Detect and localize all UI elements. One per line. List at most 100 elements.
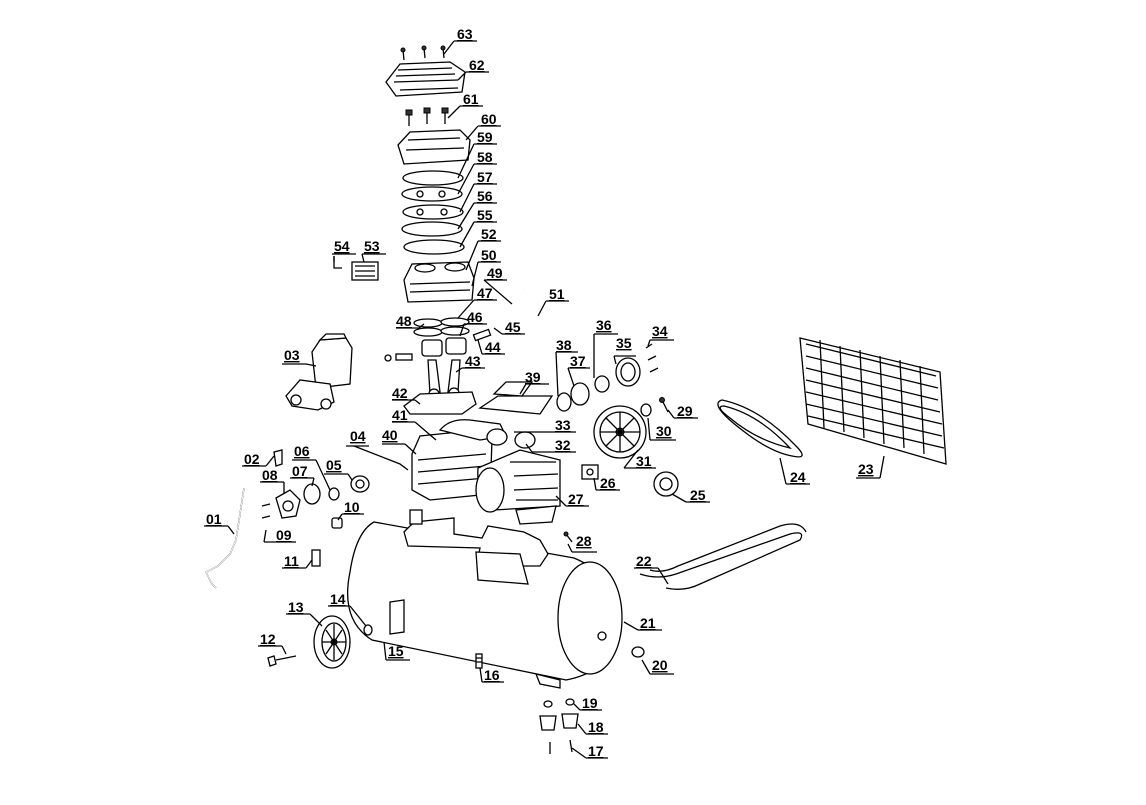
label-44: 44 xyxy=(485,339,501,355)
part-61-bolts xyxy=(405,107,449,126)
label-61: 61 xyxy=(463,91,479,107)
part-27-motor xyxy=(475,449,561,525)
label-62: 62 xyxy=(469,57,485,73)
part-13-wheel xyxy=(313,615,351,669)
label-60: 60 xyxy=(481,111,497,127)
part-10-plug xyxy=(331,517,343,529)
part-16-valve xyxy=(475,653,483,669)
label-11: 11 xyxy=(284,553,299,569)
part-53-pressure-valve xyxy=(351,261,379,281)
label-33: 33 xyxy=(555,417,571,433)
label-21: 21 xyxy=(640,615,656,631)
label-45: 45 xyxy=(505,319,521,335)
part-06-07-rings xyxy=(303,483,340,505)
part-04-pipe xyxy=(353,445,409,471)
label-40: 40 xyxy=(382,427,398,443)
part-21-tank xyxy=(347,509,623,689)
label-23: 23 xyxy=(858,461,874,477)
pistons-rings xyxy=(413,317,470,357)
label-12: 12 xyxy=(260,631,276,647)
part-11-valve xyxy=(311,549,321,567)
part-51-pipe xyxy=(520,268,538,319)
label-51: 51 xyxy=(549,286,565,302)
label-43: 43 xyxy=(465,353,481,369)
label-04: 04 xyxy=(350,428,366,444)
label-39: 39 xyxy=(525,369,541,385)
part-60-cylinder-head xyxy=(397,129,471,165)
label-32: 32 xyxy=(555,437,571,453)
label-27: 27 xyxy=(568,491,584,507)
label-38: 38 xyxy=(556,337,572,353)
label-08: 08 xyxy=(262,467,278,483)
label-29: 29 xyxy=(677,403,693,419)
part-05-nut xyxy=(350,475,370,493)
label-50: 50 xyxy=(481,247,497,263)
part-63-screws xyxy=(400,45,446,61)
label-42: 42 xyxy=(392,385,408,401)
part-labels: 63 62 61 60 59 58 57 56 55 52 50 49 47 4… xyxy=(206,26,874,759)
part-24-belt xyxy=(717,399,803,458)
label-14: 14 xyxy=(330,591,346,607)
label-02: 02 xyxy=(244,451,260,467)
label-05: 05 xyxy=(326,457,342,473)
label-49: 49 xyxy=(487,265,503,281)
label-10: 10 xyxy=(344,499,360,515)
label-18: 18 xyxy=(588,719,604,735)
part-26-plate xyxy=(581,464,599,480)
part-23-belt-guard xyxy=(799,337,947,465)
part-09-screws xyxy=(261,503,271,519)
label-30: 30 xyxy=(656,423,672,439)
part-33-shaft xyxy=(486,428,536,449)
label-46: 46 xyxy=(467,309,483,325)
label-06: 06 xyxy=(294,443,310,459)
part-17-bolts xyxy=(549,739,573,754)
label-25: 25 xyxy=(690,487,706,503)
part-39-plate xyxy=(478,381,554,415)
part-03-pressure-switch xyxy=(285,333,353,411)
gaskets-valve-plates xyxy=(401,170,465,255)
label-34: 34 xyxy=(652,323,668,339)
label-37: 37 xyxy=(570,353,586,369)
label-63: 63 xyxy=(457,26,473,42)
label-35: 35 xyxy=(616,335,632,351)
label-41: 41 xyxy=(392,407,408,423)
label-28: 28 xyxy=(576,533,592,549)
part-62-cover xyxy=(385,61,466,97)
part-29-bolt xyxy=(659,397,669,413)
part-31-fan-wheel xyxy=(593,405,647,459)
label-22: 22 xyxy=(636,553,652,569)
part-22-handle xyxy=(639,523,807,590)
label-53: 53 xyxy=(364,238,380,254)
label-07: 07 xyxy=(292,463,308,479)
part-44-pin xyxy=(384,328,492,362)
part-52-cylinder-block xyxy=(403,261,475,303)
bearings-36-38 xyxy=(556,375,610,412)
leader-lines xyxy=(204,40,885,759)
label-31: 31 xyxy=(636,453,652,469)
label-57: 57 xyxy=(477,169,493,185)
part-42-gasket xyxy=(403,391,477,415)
part-34-screws xyxy=(645,343,659,373)
label-55: 55 xyxy=(477,207,493,223)
label-24: 24 xyxy=(790,469,806,485)
label-48: 48 xyxy=(396,313,412,329)
part-28-screw xyxy=(563,531,573,543)
part-02-cap xyxy=(273,449,283,467)
part-20-plug xyxy=(631,646,645,658)
label-58: 58 xyxy=(477,149,493,165)
part-18-19-feet xyxy=(539,698,579,731)
part-35-cap xyxy=(615,357,641,387)
label-56: 56 xyxy=(477,188,493,204)
label-26: 26 xyxy=(600,475,616,491)
label-52: 52 xyxy=(481,226,497,242)
label-16: 16 xyxy=(484,667,500,683)
label-54: 54 xyxy=(334,238,350,254)
label-15: 15 xyxy=(388,643,404,659)
label-13: 13 xyxy=(288,599,304,615)
label-09: 09 xyxy=(276,527,292,543)
part-25-pulley xyxy=(653,471,679,497)
label-17: 17 xyxy=(588,743,604,759)
part-30-washer xyxy=(640,403,652,417)
label-03: 03 xyxy=(284,347,300,363)
